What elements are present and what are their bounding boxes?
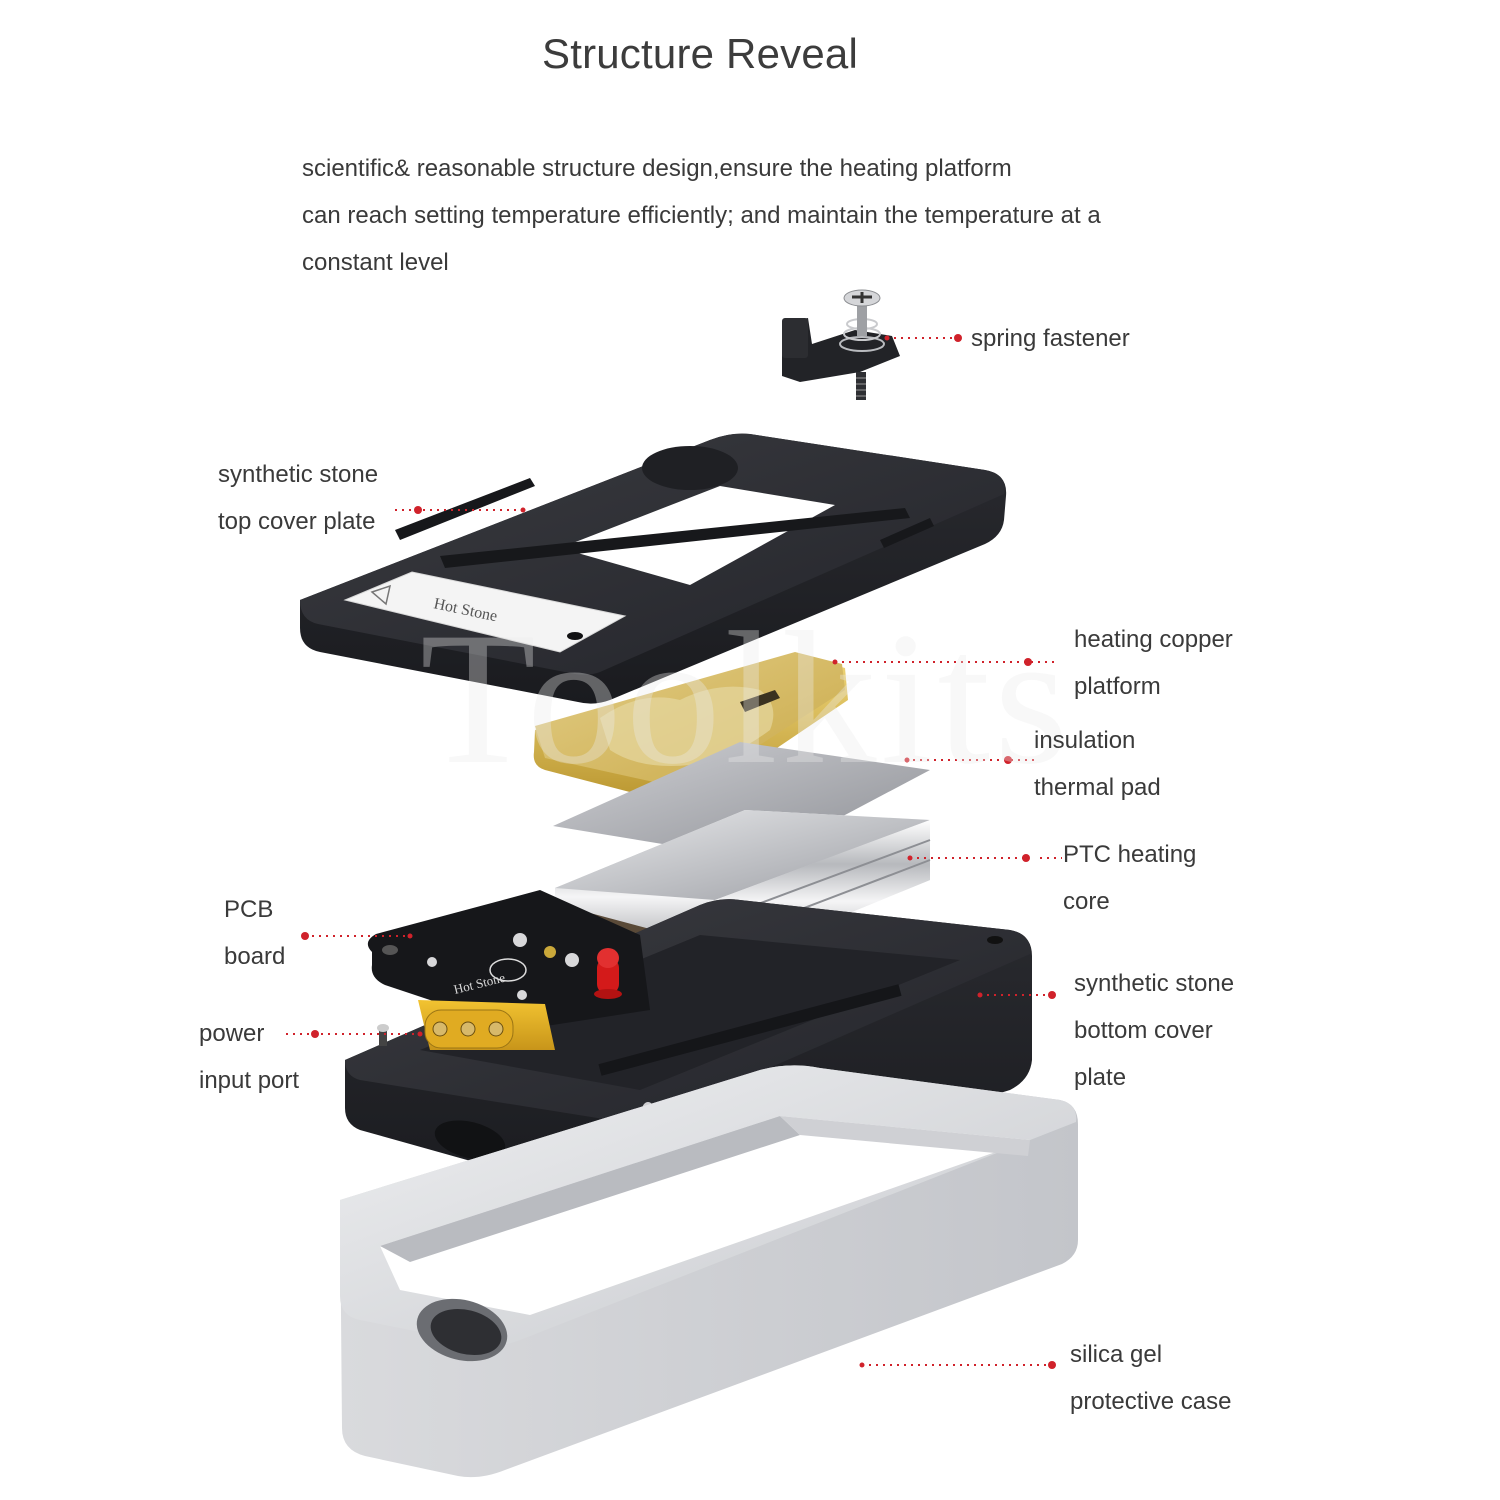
spring-fastener-part [782, 289, 900, 400]
label-line: synthetic stone [218, 461, 379, 488]
label-ptc-heating-core: PTC heating core [1063, 831, 1196, 925]
label-line: spring fastener [971, 325, 1130, 352]
insulation-thermal-pad-part [553, 742, 930, 860]
label-line: board [224, 943, 286, 970]
label-power-input-port: power input port [199, 1010, 299, 1104]
label-line: thermal pad [1034, 774, 1161, 801]
label-bottom-cover-plate: synthetic stone bottom cover plate [1074, 960, 1234, 1101]
label-line: silica gel [1070, 1341, 1163, 1368]
label-line: PCB [224, 896, 274, 923]
heating-copper-platform-part [533, 652, 848, 805]
label-line: synthetic stone [1074, 970, 1235, 997]
intro-line: can reach setting temperature efficientl… [302, 202, 1101, 229]
watermark: Toolkits [420, 594, 1073, 804]
label-line: insulation [1034, 727, 1136, 754]
label-line: bottom cover [1074, 1017, 1213, 1044]
label-line: PTC heating [1063, 841, 1197, 868]
label-line: input port [199, 1067, 300, 1094]
label-line: heating copper [1074, 626, 1233, 653]
label-line: plate [1074, 1064, 1127, 1091]
label-pcb-board: PCB board [224, 886, 285, 980]
pcb-board-part [367, 890, 650, 1050]
page-title: Structure Reveal [541, 30, 858, 77]
label-spring-fastener: spring fastener [971, 315, 1130, 362]
label-silica-gel-case: silica gel protective case [1070, 1331, 1231, 1425]
label-insulation-thermal-pad: insulation thermal pad [1034, 717, 1161, 811]
label-line: top cover plate [218, 508, 376, 535]
label-line: protective case [1070, 1388, 1232, 1415]
label-line: power [199, 1020, 265, 1047]
label-heating-copper-platform: heating copper platform [1074, 616, 1233, 710]
intro-line: constant level [302, 249, 449, 276]
leader-lines [286, 334, 1062, 1369]
label-top-cover-plate: synthetic stone top cover plate [218, 451, 378, 545]
intro-line: scientific& reasonable structure design,… [302, 155, 1012, 182]
silica-gel-case-part [340, 1065, 1078, 1478]
top-cover-plate-part [300, 433, 1007, 704]
label-line: core [1063, 888, 1110, 915]
label-line: platform [1074, 673, 1161, 700]
intro-paragraph: scientific& reasonable structure design,… [302, 145, 1262, 286]
